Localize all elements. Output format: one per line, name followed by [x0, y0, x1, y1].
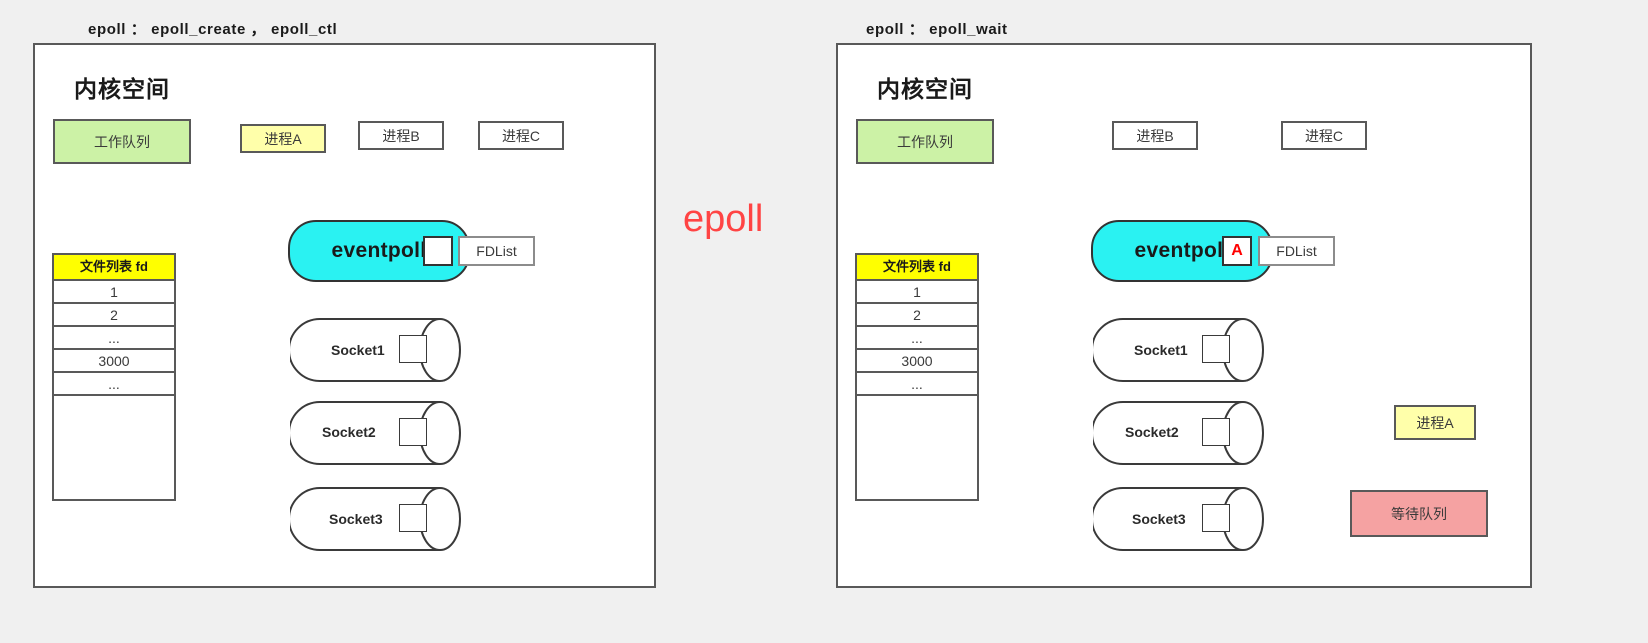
socket-label-left-2: Socket2: [322, 424, 376, 440]
queue-process-b-left[interactable]: 进程B: [358, 121, 444, 150]
socket-label-left-3: Socket3: [329, 511, 383, 527]
fd-row[interactable]: 3000: [54, 350, 174, 373]
socket-shape-icon: [290, 401, 461, 465]
fd-row[interactable]: 3000: [857, 350, 977, 373]
socket-shape-icon: [290, 318, 461, 382]
panel-caption-left: epoll ： epoll_create ， epoll_ctl: [88, 21, 338, 38]
socket-label-left-1: Socket1: [331, 342, 385, 358]
queue-process-c-right[interactable]: 进程C: [1281, 121, 1367, 150]
fd-table-header-left: 文件列表 fd: [54, 255, 174, 281]
fd-table-empty-space-right: [857, 396, 977, 480]
fd-table-header-right: 文件列表 fd: [857, 255, 977, 281]
eventpoll-slot-left[interactable]: [423, 236, 453, 266]
fd-row[interactable]: ...: [54, 327, 174, 350]
socket-slot-left-2[interactable]: [399, 418, 427, 446]
socket-slot-right-3[interactable]: [1202, 504, 1230, 532]
fdlist-right[interactable]: FDList: [1258, 236, 1335, 266]
eventpoll-label-left: eventpoll: [331, 239, 427, 262]
socket-slot-left-3[interactable]: [399, 504, 427, 532]
eventpoll-label-right: eventpoll: [1134, 239, 1230, 262]
queue-process-a-left[interactable]: 进程A: [240, 124, 326, 153]
fd-row[interactable]: 1: [54, 281, 174, 304]
fd-row[interactable]: ...: [857, 327, 977, 350]
fdlist-left[interactable]: FDList: [458, 236, 535, 266]
socket-slot-right-1[interactable]: [1202, 335, 1230, 363]
socket-slot-right-2[interactable]: [1202, 418, 1230, 446]
panel-caption-right: epoll ： epoll_wait: [866, 21, 1008, 38]
socket-label-right-1: Socket1: [1134, 342, 1188, 358]
fd-table-empty-space-left: [54, 396, 174, 480]
blocked-process-a-right[interactable]: 进程A: [1394, 405, 1476, 440]
fd-row[interactable]: 2: [54, 304, 174, 327]
socket-label-right-3: Socket3: [1132, 511, 1186, 527]
work-queue-left[interactable]: 工作队列: [53, 119, 191, 164]
fd-table-left: 文件列表 fd 1 2 ... 3000 ...: [52, 253, 176, 501]
fd-row[interactable]: 2: [857, 304, 977, 327]
queue-process-c-left[interactable]: 进程C: [478, 121, 564, 150]
socket-slot-left-1[interactable]: [399, 335, 427, 363]
work-queue-right[interactable]: 工作队列: [856, 119, 994, 164]
fd-row[interactable]: 1: [857, 281, 977, 304]
center-label-epoll: epoll: [683, 198, 764, 240]
panel-title-left: 内核空间: [74, 76, 170, 102]
fd-table-right: 文件列表 fd 1 2 ... 3000 ...: [855, 253, 979, 501]
panel-title-right: 内核空间: [877, 76, 973, 102]
socket-label-right-2: Socket2: [1125, 424, 1179, 440]
wait-queue-right[interactable]: 等待队列: [1350, 490, 1488, 537]
queue-process-b-right[interactable]: 进程B: [1112, 121, 1198, 150]
socket-shape-icon: [1093, 487, 1264, 551]
socket-shape-icon: [1093, 401, 1264, 465]
eventpoll-slot-right[interactable]: A: [1222, 236, 1252, 266]
fd-row[interactable]: ...: [857, 373, 977, 396]
fd-row[interactable]: ...: [54, 373, 174, 396]
